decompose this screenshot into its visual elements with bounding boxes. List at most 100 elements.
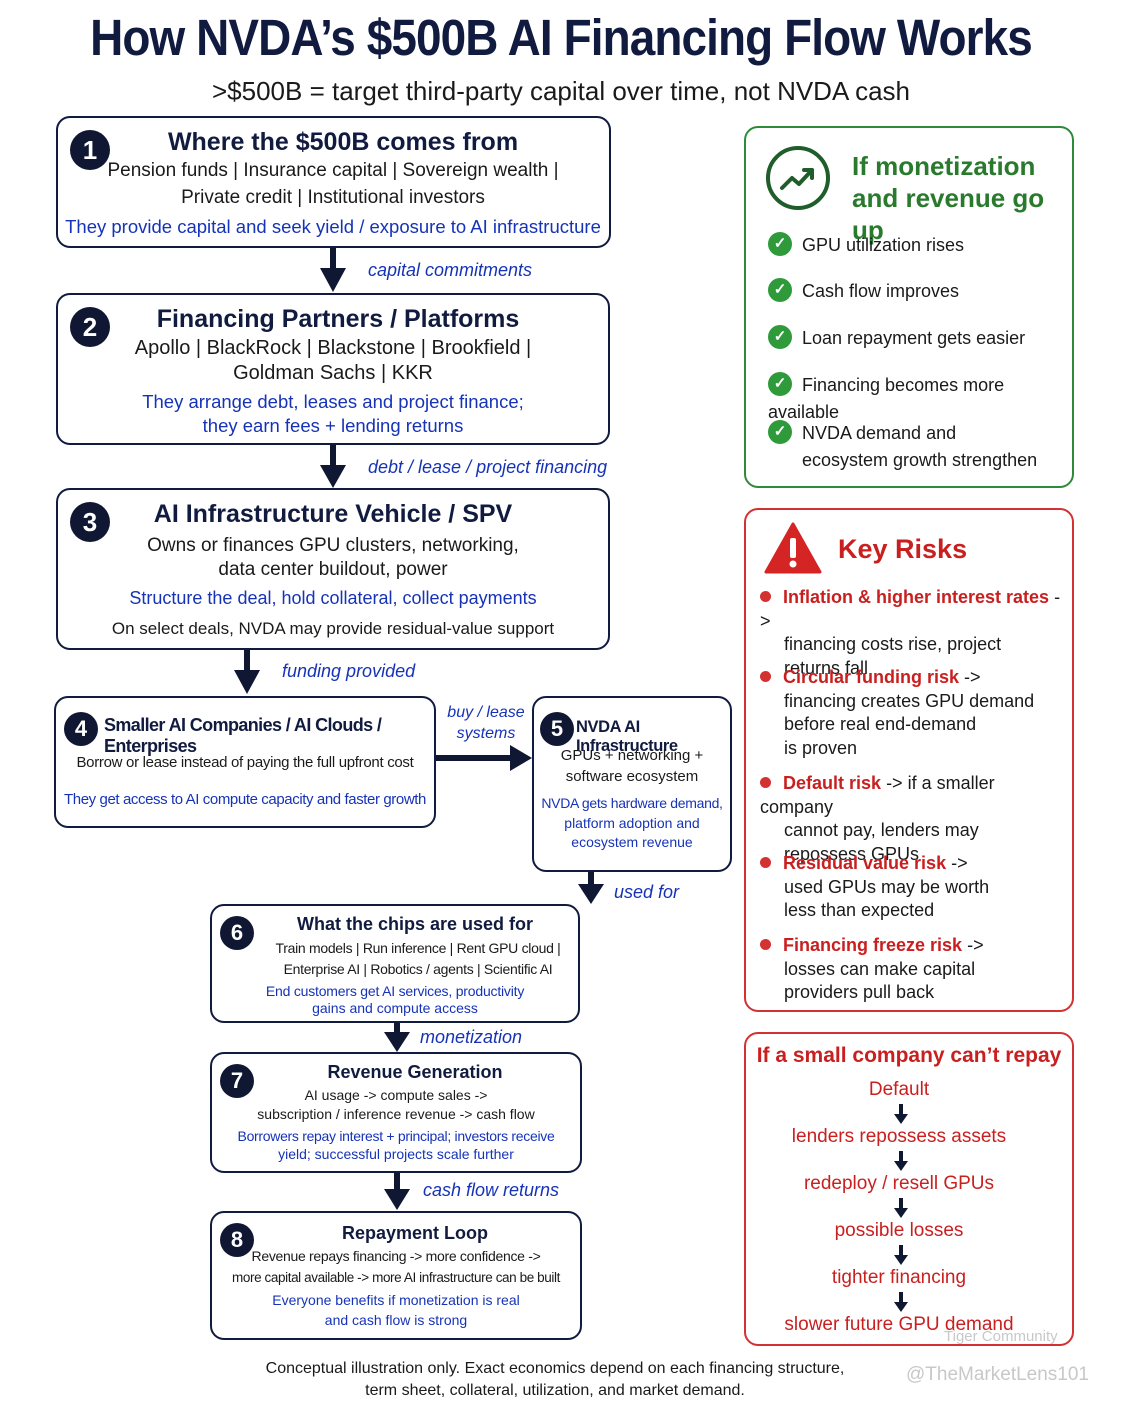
upside-item: ✓Cash flow improves xyxy=(768,278,959,305)
step-3-line2: data center buildout, power xyxy=(218,559,448,580)
label-systems: systems xyxy=(456,725,516,742)
bullet-icon xyxy=(760,856,771,868)
step-3-blue: Structure the deal, hold collateral, col… xyxy=(129,588,537,608)
arrow-6-7 xyxy=(394,1023,400,1035)
trending-up-icon xyxy=(766,146,830,210)
step-6-blue1: End customers get AI services, productiv… xyxy=(265,983,525,999)
risk-desc: cannot pay, lenders may xyxy=(784,820,979,840)
risk-name: Inflation & higher interest rates xyxy=(783,587,1050,607)
step-6-line1: Train models | Run inference | Rent GPU … xyxy=(275,940,561,956)
step-6-blue2: gains and compute access xyxy=(312,1000,478,1016)
step-4-box: 4 Smaller AI Companies / AI Clouds / Ent… xyxy=(54,696,436,828)
step-7-box: 7 Revenue Generation AI usage -> compute… xyxy=(210,1052,582,1173)
bullet-icon xyxy=(760,590,771,602)
watermark-handle: @TheMarketLens101 xyxy=(906,1364,1089,1385)
page-title: How NVDA’s $500B AI Financing Flow Works xyxy=(90,9,1033,66)
upside-item: ✓Financing becomes more available xyxy=(768,372,1072,426)
arrow-2-3 xyxy=(330,445,336,467)
step-3-title: AI Infrastructure Vehicle / SPV xyxy=(153,500,513,528)
step-3-line3: On select deals, NVDA may provide residu… xyxy=(111,619,555,638)
page-subtitle: >$500B = target third-party capital over… xyxy=(211,76,911,106)
arrow-4-5 xyxy=(436,755,512,761)
upside-panel: If monetization and revenue go up ✓GPU u… xyxy=(744,126,1074,488)
step-2-blue1: They arrange debt, leases and project fi… xyxy=(142,391,524,412)
step-6-title: What the chips are used for xyxy=(296,914,534,934)
step-5-number: 5 xyxy=(540,712,574,746)
chain-arrows xyxy=(894,1104,908,1312)
step-8-title: Repayment Loop xyxy=(341,1223,488,1243)
chain-step: redeploy / resell GPUs xyxy=(803,1173,995,1194)
step-2-blue2: they earn fees + lending returns xyxy=(202,415,464,436)
step-4-blue: They get access to AI compute capacity a… xyxy=(64,791,426,808)
chain-step: Default xyxy=(868,1079,930,1100)
step-1-line1: Pension funds | Insurance capital | Sove… xyxy=(107,160,559,181)
footer-line1: Conceptual illustration only. Exact econ… xyxy=(265,1360,845,1377)
risk-name: Financing freeze risk xyxy=(783,935,963,955)
risk-item: Financing freeze risk -> losses can make… xyxy=(760,934,1066,1005)
step-7-title: Revenue Generation xyxy=(327,1062,503,1082)
step-2-title: Financing Partners / Platforms xyxy=(156,305,520,333)
check-icon: ✓ xyxy=(768,325,792,349)
upside-item-text: Financing becomes more available xyxy=(768,375,1005,422)
upside-title-line2: and revenue go up xyxy=(852,183,1045,245)
step-5-line2: software ecosystem xyxy=(565,768,699,785)
label-funding-provided: funding provided xyxy=(282,661,416,681)
risk-item: Default risk -> if a smaller company can… xyxy=(760,772,1066,866)
risk-connector: -> xyxy=(951,853,968,873)
step-1-box: 1 Where the $500B comes from Pension fun… xyxy=(56,116,611,248)
check-icon: ✓ xyxy=(768,420,792,444)
arrow-1-2 xyxy=(330,248,336,270)
step-4-title: Smaller AI Companies / AI Clouds / Enter… xyxy=(104,715,382,756)
risk-name: Default risk xyxy=(783,773,882,793)
label-debt-lease-financing: debt / lease / project financing xyxy=(368,457,608,477)
risk-desc: losses can make capital xyxy=(784,958,976,979)
risk-desc: returns fall xyxy=(784,657,869,678)
label-capital-commitments: capital commitments xyxy=(368,260,533,280)
risks-panel: Key Risks Inflation & higher interest ra… xyxy=(744,508,1074,1012)
step-7-number: 7 xyxy=(220,1064,254,1098)
risk-desc: providers pull back xyxy=(784,982,935,1002)
check-icon: ✓ xyxy=(768,278,792,302)
risk-name: Circular funding risk xyxy=(783,667,960,687)
step-2-line1: Apollo | BlackRock | Blackstone | Brookf… xyxy=(134,337,532,359)
step-4-line1: Borrow or lease instead of paying the fu… xyxy=(76,754,414,771)
label-buy-lease: buy / lease xyxy=(447,704,525,721)
label-cash-flow-returns: cash flow returns xyxy=(423,1180,560,1200)
check-icon: ✓ xyxy=(768,232,792,256)
upside-item-continued: ecosystem growth strengthen xyxy=(802,450,1038,470)
upside-item: ✓ NVDA demand and xyxy=(768,420,956,447)
step-5-blue3: ecosystem revenue xyxy=(571,834,693,850)
watermark-brand: Tiger Community xyxy=(944,1328,1058,1345)
step-3-number: 3 xyxy=(70,502,110,542)
step-1-blue: They provide capital and seek yield / ex… xyxy=(65,216,601,237)
upside-title-line1: If monetization xyxy=(852,151,1036,181)
risk-desc: used GPUs may be worth xyxy=(784,876,990,897)
risk-connector: -> xyxy=(760,587,1061,631)
risk-connector: -> xyxy=(967,935,984,955)
upside-item-text: Loan repayment gets easier xyxy=(802,328,1026,348)
label-buy-lease-systems: buy / lease systems xyxy=(440,702,532,744)
step-7-blue1: Borrowers repay interest + principal; in… xyxy=(237,1128,555,1144)
bullet-icon xyxy=(760,670,771,682)
label-used-for: used for xyxy=(614,882,680,902)
chain-step: possible losses xyxy=(834,1220,964,1241)
upside-item: ✓ Loan repayment gets easier xyxy=(768,325,1025,352)
risk-desc: before real end-demand xyxy=(784,714,977,734)
risk-desc: financing costs rise, project xyxy=(784,634,1002,654)
repay-panel: If a small company can’t repay Default l… xyxy=(744,1032,1074,1346)
step-7-blue2: yield; successful projects scale further xyxy=(278,1146,514,1162)
step-3-box: 3 AI Infrastructure Vehicle / SPV Owns o… xyxy=(56,488,610,650)
step-1-line2: Private credit | Institutional investors xyxy=(181,187,485,208)
step-8-blue2: and cash flow is strong xyxy=(324,1312,468,1328)
chain-step: slower future GPU demand xyxy=(784,1314,1014,1335)
arrow-7-8 xyxy=(394,1173,400,1191)
footer-line2: term sheet, collateral, utilization, and… xyxy=(365,1382,745,1399)
upside-item-text: NVDA demand and xyxy=(802,423,957,443)
step-4-number: 4 xyxy=(64,712,98,746)
step-6-number: 6 xyxy=(220,916,254,950)
label-monetization: monetization xyxy=(420,1027,523,1047)
step-8-box: 8 Repayment Loop Revenue repays financin… xyxy=(210,1211,582,1340)
step-5-blue1: NVDA gets hardware demand, xyxy=(541,795,723,811)
step-2-line2: Goldman Sachs | KKR xyxy=(233,362,433,384)
check-icon: ✓ xyxy=(768,372,792,396)
